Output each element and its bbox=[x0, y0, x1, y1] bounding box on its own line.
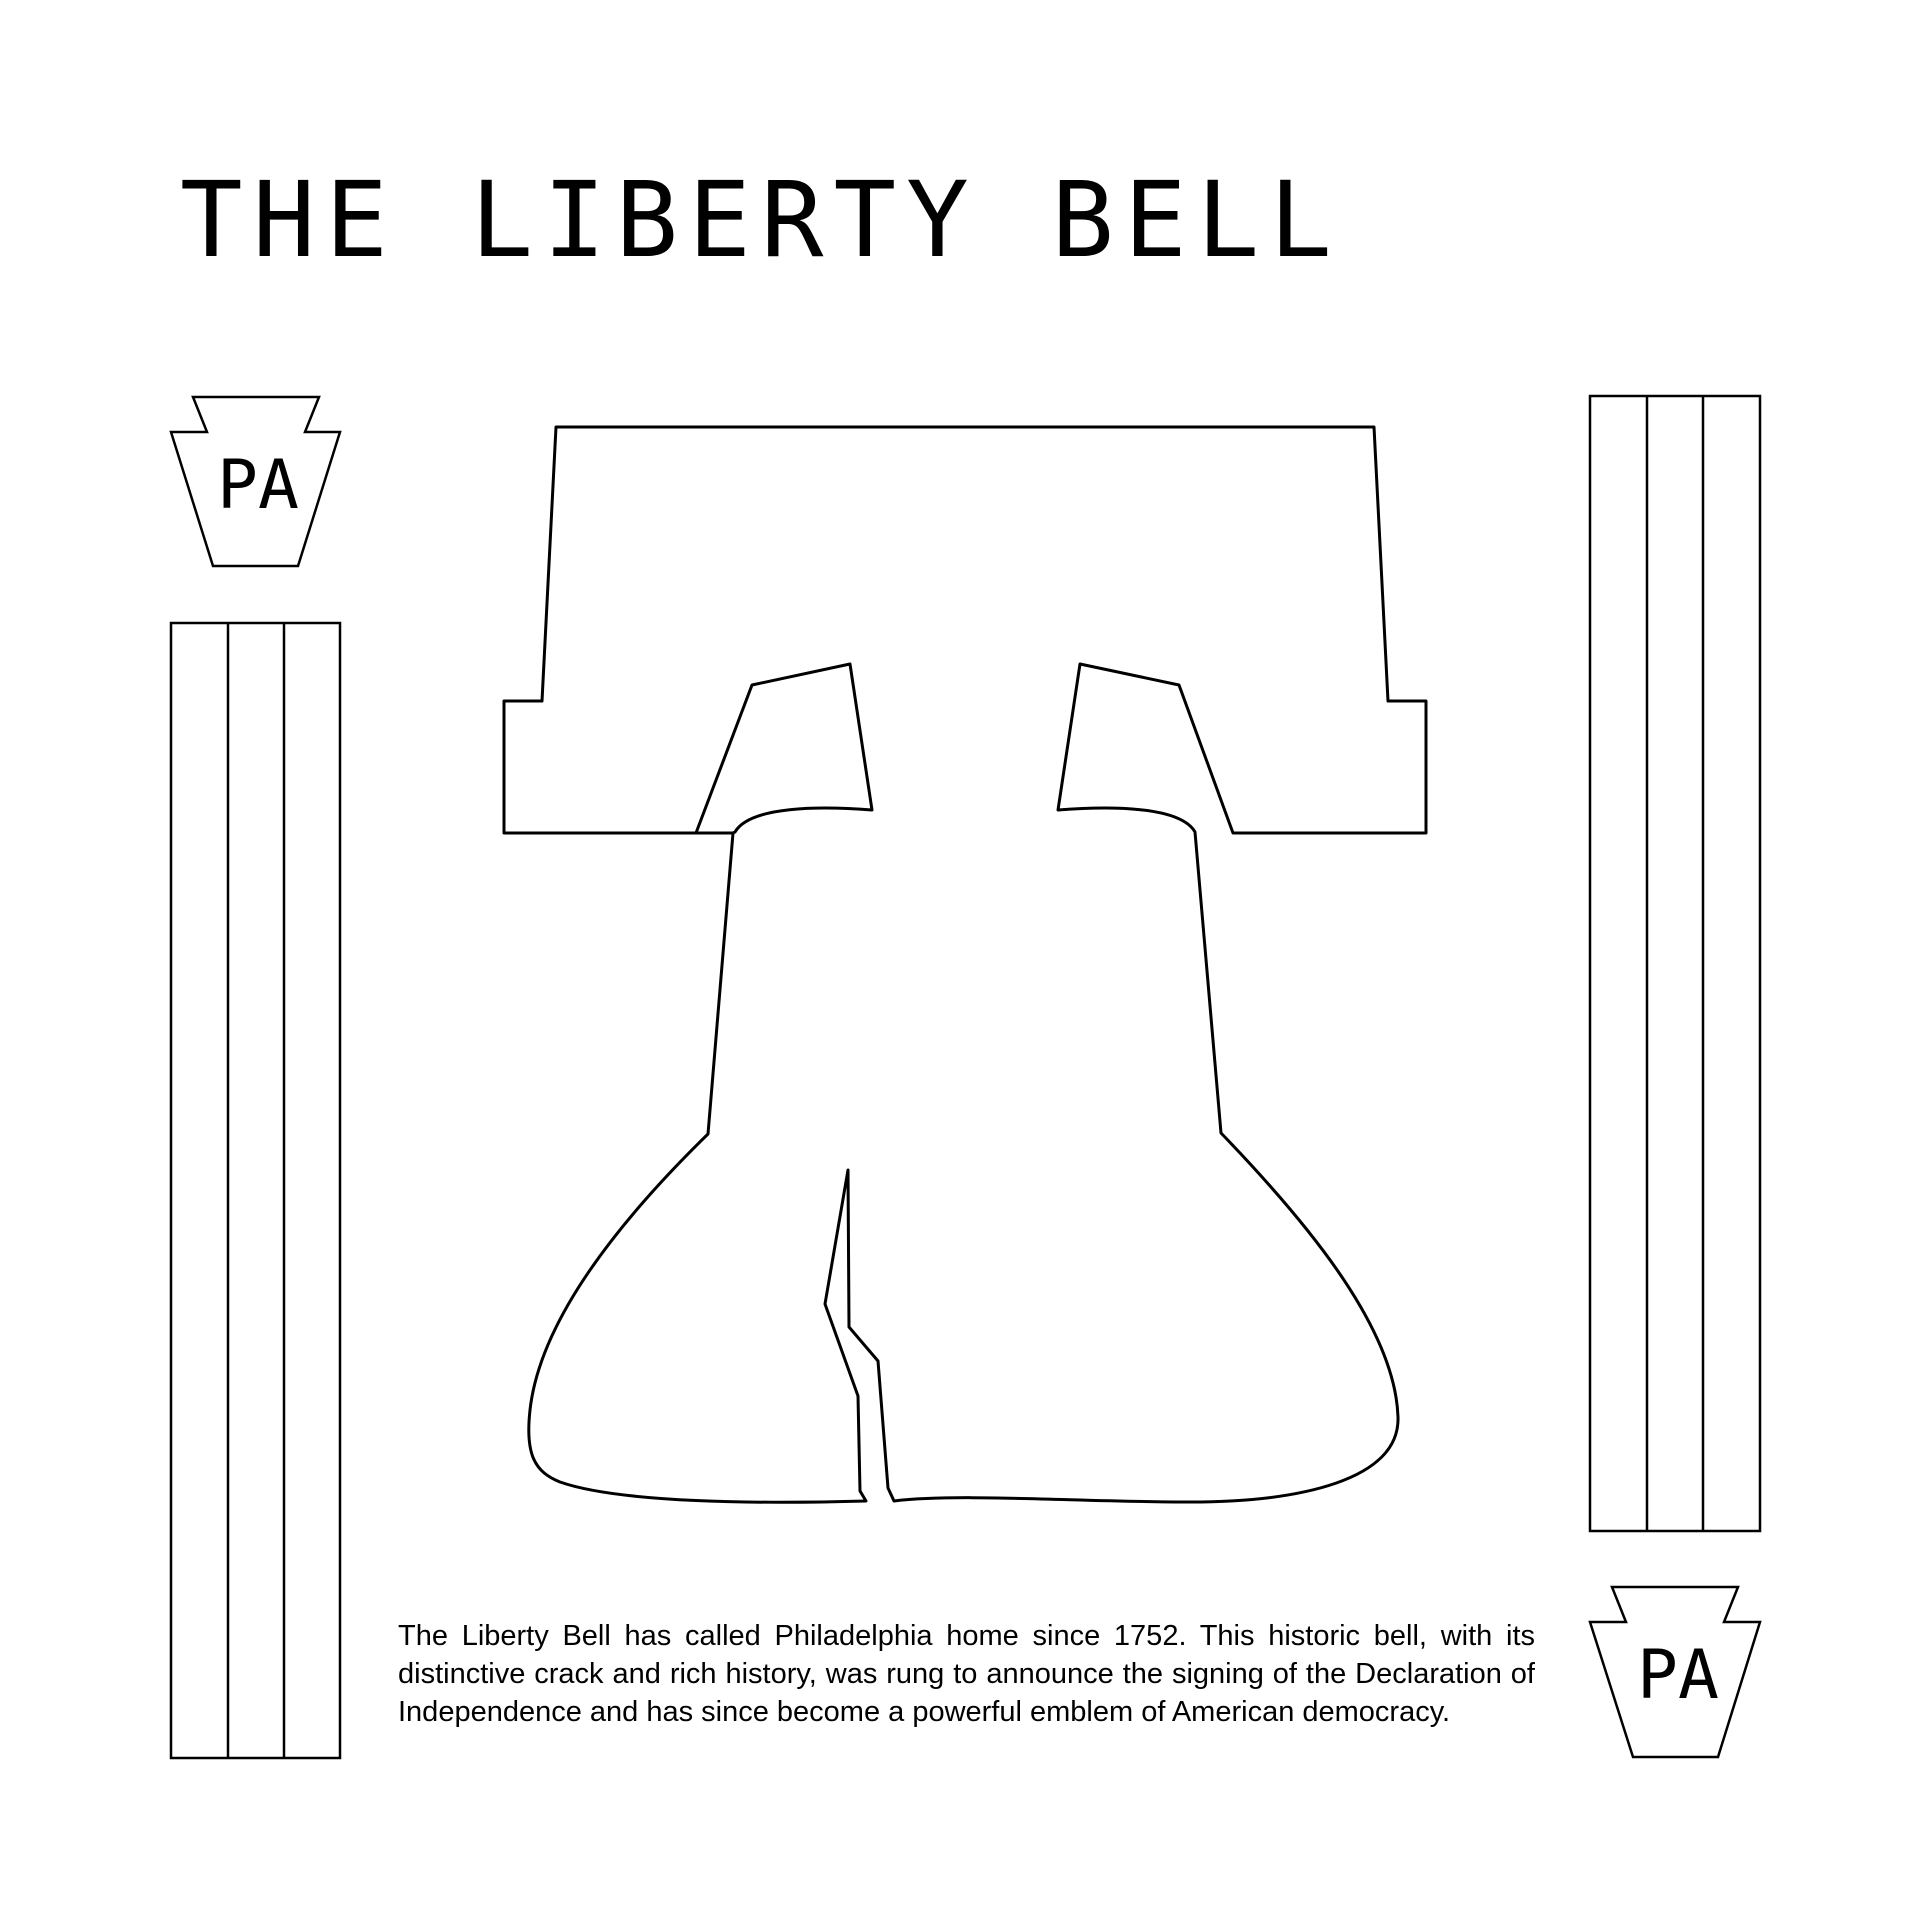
column-icon bbox=[1588, 394, 1762, 1533]
poster-title: THE LIBERTY BELL bbox=[180, 159, 1342, 281]
keystone-icon bbox=[1588, 1585, 1762, 1759]
liberty-bell-icon bbox=[502, 425, 1428, 1504]
bell-yoke bbox=[502, 425, 1428, 1504]
keystone-label-top: PA bbox=[217, 446, 299, 525]
keystone-label-bottom: PA bbox=[1637, 1636, 1719, 1715]
description-paragraph: The Liberty Bell has called Philadelphia… bbox=[398, 1620, 1535, 1728]
keystone-icon bbox=[169, 395, 342, 568]
column-icon bbox=[169, 621, 342, 1760]
